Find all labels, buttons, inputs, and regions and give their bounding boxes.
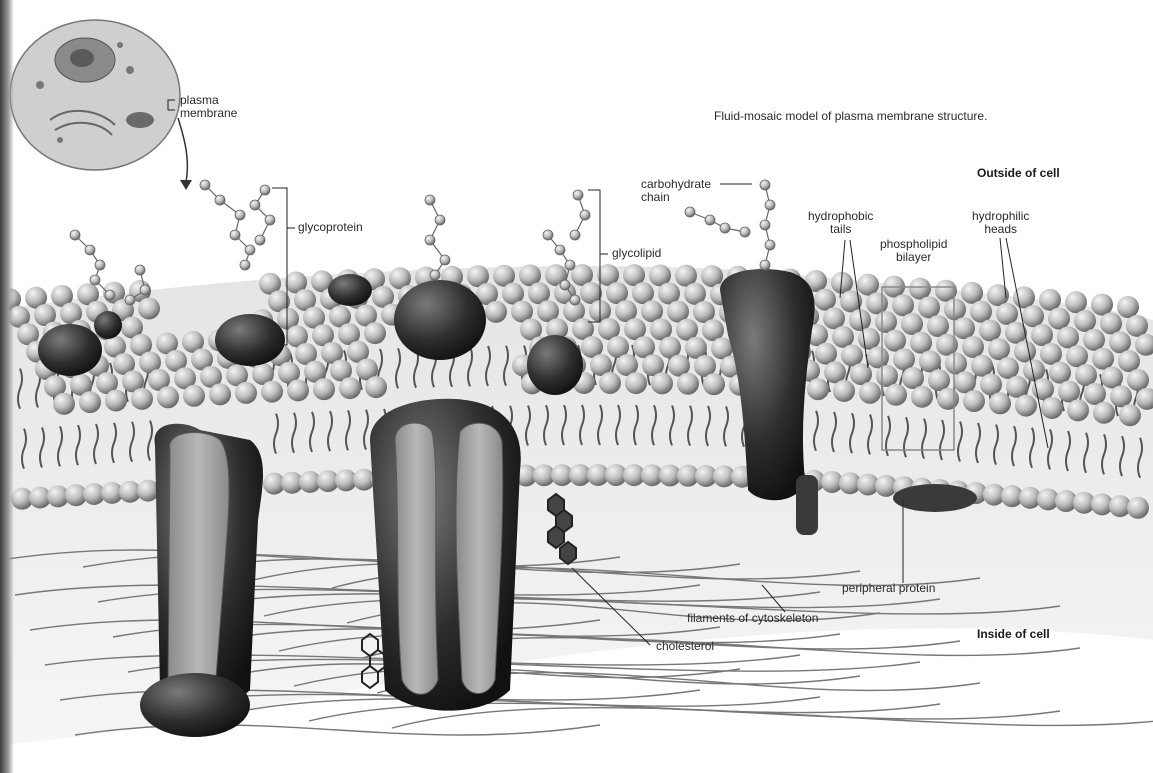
cholesterol-label: cholesterol	[656, 640, 714, 653]
cell-inset	[10, 20, 192, 190]
glycoprotein-label: glycoprotein	[298, 221, 363, 234]
outside-of-cell-label: Outside of cell	[977, 167, 1060, 180]
cytoskeleton-label: filaments of cytoskeleton	[687, 612, 818, 625]
figure-title: Fluid-mosaic model of plasma membrane st…	[714, 110, 987, 123]
inside-of-cell-label: Inside of cell	[977, 628, 1050, 641]
glycoprotein-far-left	[38, 324, 102, 376]
glycoprotein-right-tail	[796, 475, 818, 535]
arrow-line	[178, 118, 187, 182]
hydrophilic-heads-label: hydrophilic heads	[972, 210, 1029, 236]
channel-protein-center-cut-right	[456, 423, 503, 693]
channel-protein-left-base	[140, 673, 250, 737]
glycoprotein-left	[215, 314, 285, 366]
hydrophobic-tails-label: hydrophobic tails	[808, 210, 873, 236]
carbohydrate-chain-label: carbohydrate chain	[641, 178, 711, 204]
small-protein	[527, 335, 583, 395]
phospholipid-bilayer-label: phospholipid bilayer	[880, 238, 947, 264]
glycoprotein-center	[394, 280, 486, 360]
scan-shadow	[0, 0, 14, 773]
peripheral-protein-label: peripheral protein	[842, 582, 935, 595]
glycolipid-label: glycolipid	[612, 247, 661, 260]
down-arrow-icon	[180, 180, 192, 190]
plasma-membrane-label: plasma membrane	[180, 94, 237, 120]
channel-protein-center-cut-left	[395, 423, 438, 694]
peripheral-protein-shape	[893, 484, 977, 512]
